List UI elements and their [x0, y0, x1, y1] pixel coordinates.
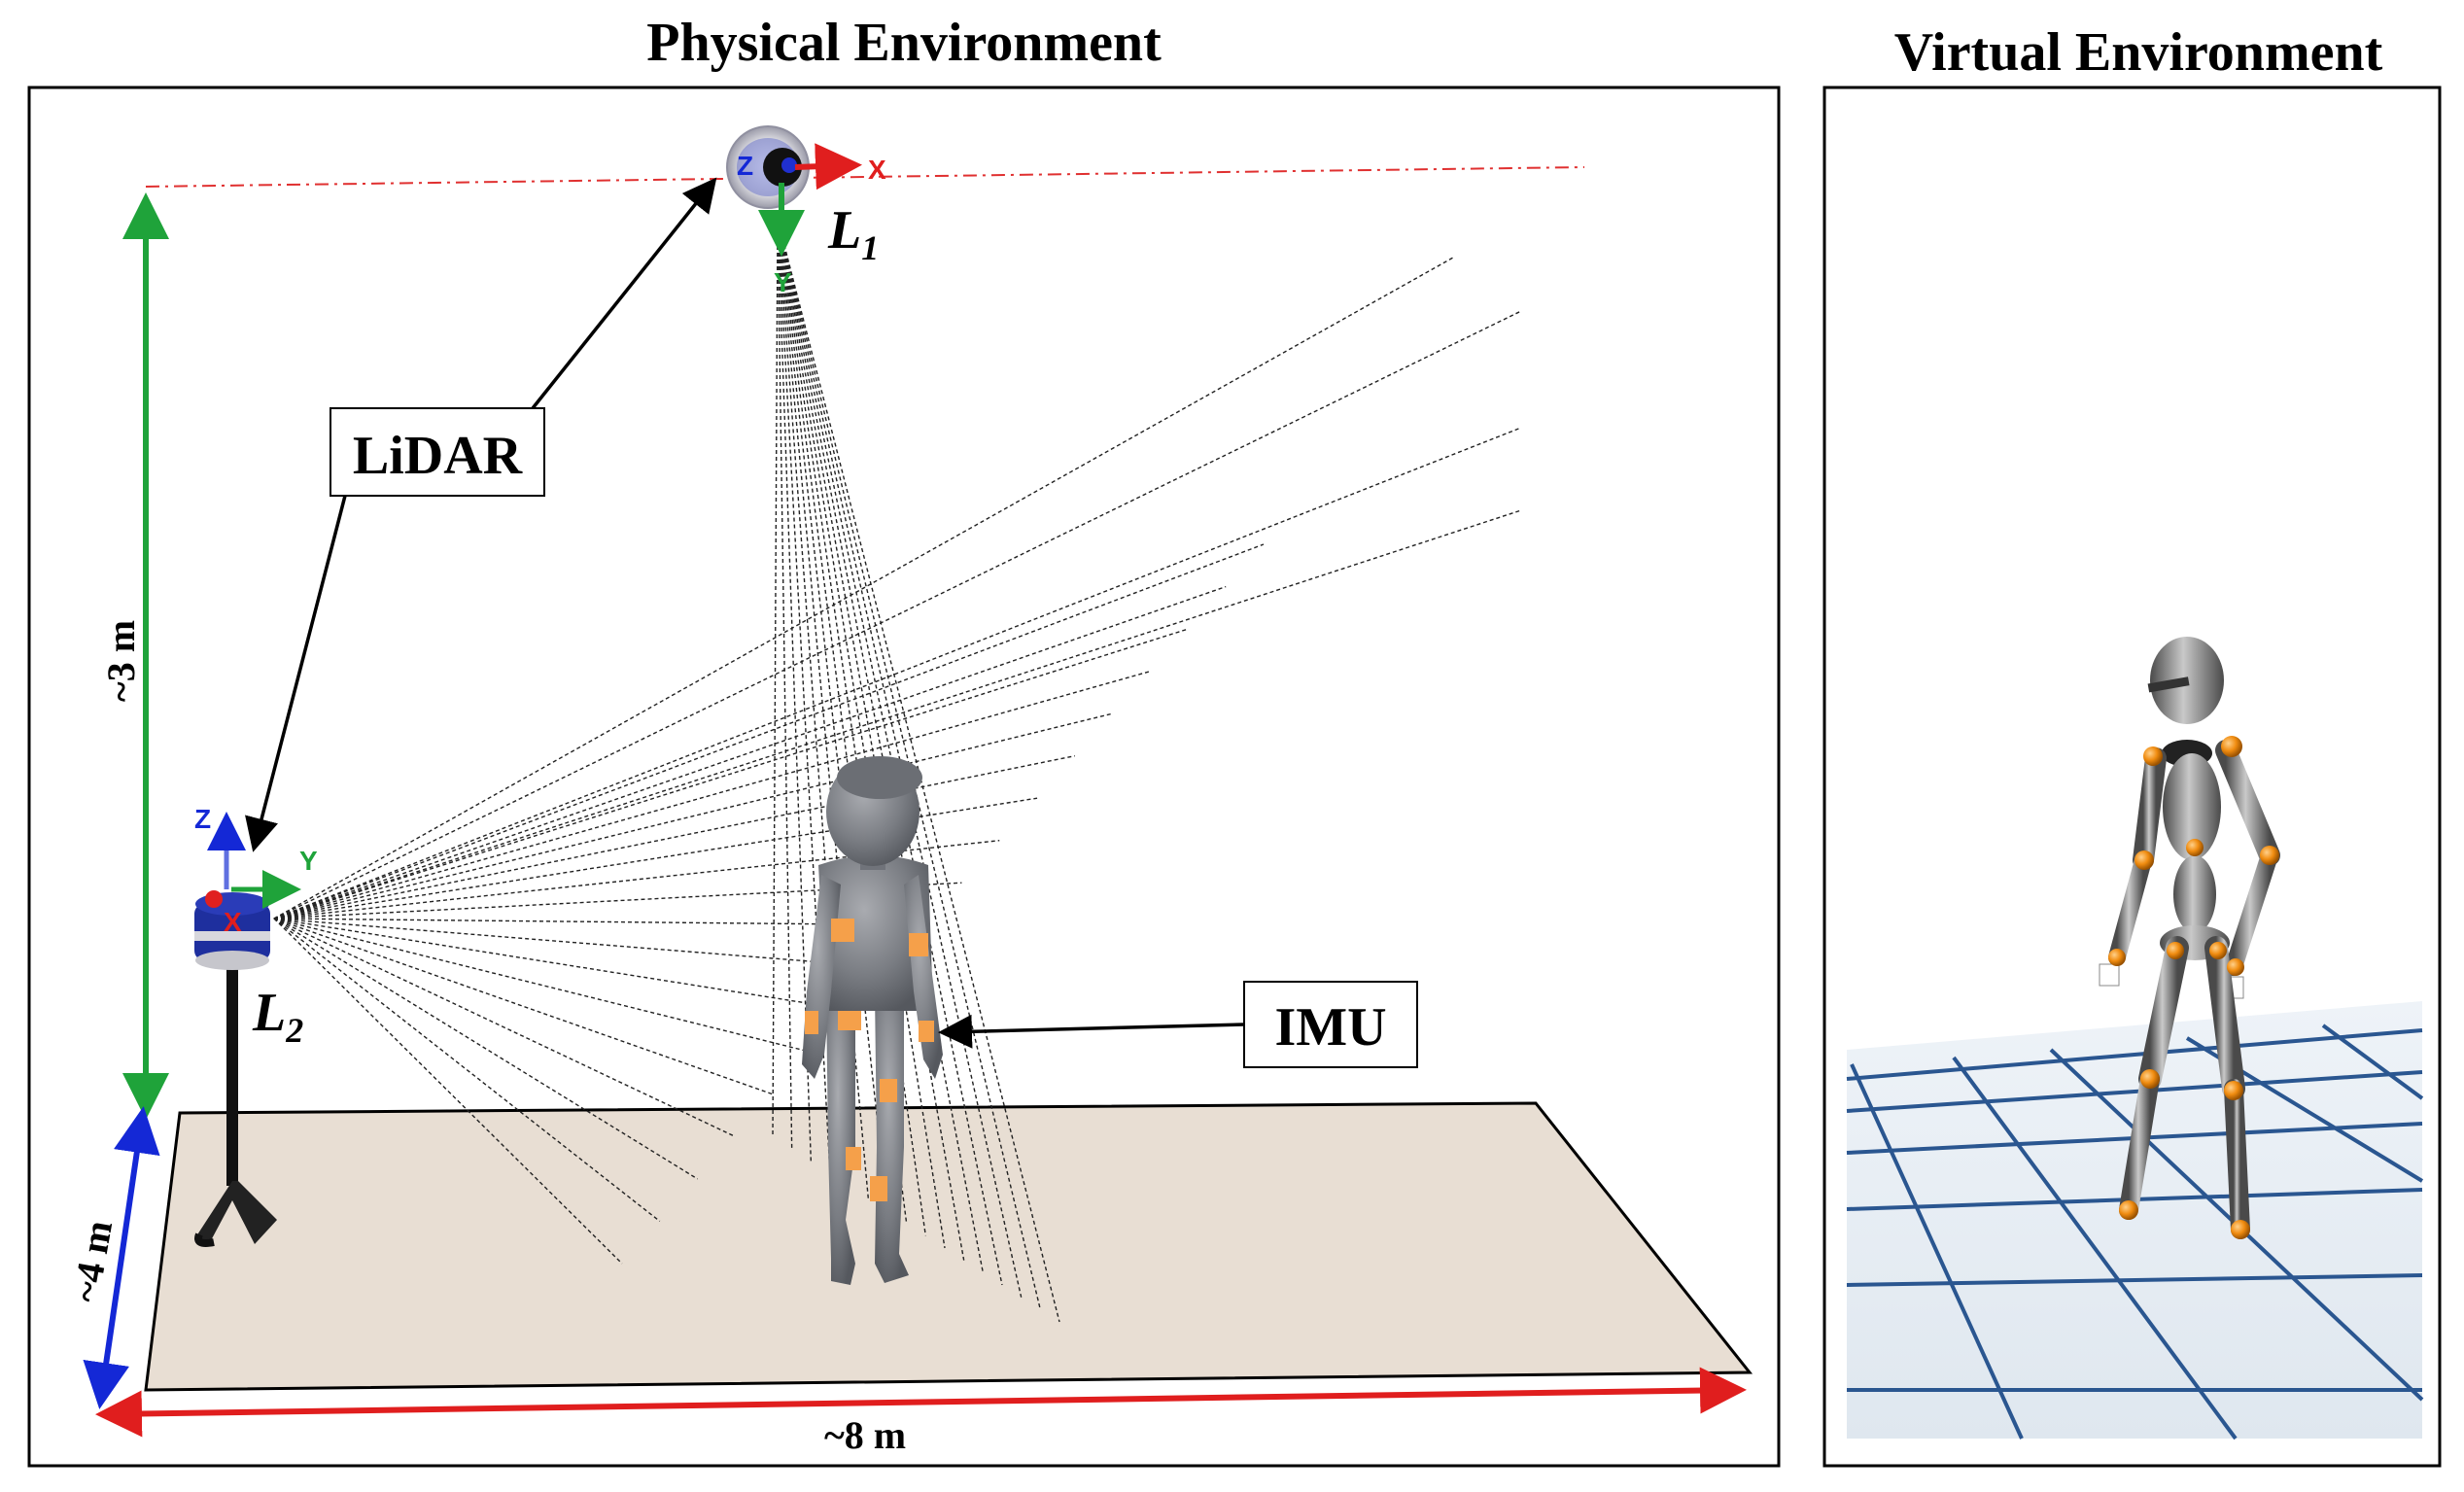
floor-area — [144, 1101, 1753, 1392]
l2-beam — [273, 670, 1151, 919]
l2-beam — [273, 918, 886, 968]
lidar-l2-tripod — [194, 962, 277, 1247]
l2-beam — [273, 543, 1265, 919]
lidar-arrow-to-l1 — [531, 177, 717, 410]
l2-label: L2 — [252, 983, 303, 1050]
l2-subscript: 2 — [285, 1011, 303, 1050]
l2-beam — [273, 585, 1227, 919]
l2-beam — [273, 257, 1454, 919]
l1-beam — [777, 218, 1060, 1323]
avatar-joint — [2143, 746, 2163, 766]
l2-beam — [273, 918, 661, 1223]
ceiling-reference-line — [145, 166, 1585, 188]
height-dimension-label: ~3 m — [99, 620, 143, 702]
width-dimension-label: ~8 m — [824, 1413, 906, 1457]
avatar-joint — [2134, 850, 2154, 870]
l1-label: L1 — [827, 200, 879, 267]
imu-callout-box — [1243, 981, 1418, 1068]
lidar-callout-label: LiDAR — [353, 426, 523, 486]
l2-beam — [273, 918, 623, 1265]
avatar-joint — [2231, 1220, 2250, 1239]
l2-x-axis-label: X — [224, 907, 242, 937]
l1-beam — [777, 218, 813, 1162]
virtual-grid-floor — [1846, 1001, 2424, 1440]
grid-line — [1846, 1273, 2423, 1287]
l2-letter: L — [252, 983, 286, 1043]
virtual-panel-frame — [1822, 86, 2442, 1468]
avatar-joint — [2140, 1069, 2160, 1089]
l2-beam — [273, 754, 1076, 919]
lidar-callout-box — [330, 407, 545, 497]
avatar-joint — [2119, 1200, 2138, 1220]
l2-beam — [273, 712, 1113, 919]
l2-beam — [273, 918, 774, 1095]
l1-y-axis-label: Y — [774, 267, 792, 297]
physical-title: Physical Environment — [646, 13, 1162, 73]
l2-beam — [273, 427, 1522, 919]
avatar-joint — [2209, 942, 2227, 959]
l1-z-axis-label: Z — [737, 151, 753, 181]
lidar-arrow-to-l2 — [245, 495, 347, 852]
grid-line — [2321, 1024, 2424, 1100]
l1-subscript: 1 — [861, 228, 879, 267]
l2-beam — [273, 509, 1522, 919]
l2-beam — [273, 918, 850, 1011]
l2-beam — [273, 918, 699, 1180]
l1-beam — [777, 218, 850, 1187]
avatar-joint — [2186, 839, 2204, 856]
grid-line — [1850, 1063, 2024, 1440]
l1-beam — [772, 218, 779, 1138]
avatar-joint — [2221, 736, 2242, 757]
l2-beam — [273, 918, 812, 1054]
avatar-joint — [2167, 942, 2184, 959]
physical-panel-frame — [27, 86, 1781, 1468]
l1-beam — [777, 218, 985, 1273]
avatar-joint — [2108, 949, 2126, 966]
l1-letter: L — [827, 200, 861, 260]
l1-beam — [777, 218, 1003, 1286]
l1-beam — [777, 218, 1023, 1298]
l1-beam — [777, 218, 888, 1212]
lidar-l1-sensor — [726, 125, 810, 209]
depth-dimension-label: ~4 m — [63, 1217, 121, 1305]
l1-beam — [777, 218, 965, 1261]
imu-patches — [805, 919, 934, 1201]
l1-beam — [777, 218, 927, 1236]
grid-line — [1952, 1056, 2238, 1440]
l2-z-axis-label: Z — [194, 804, 211, 834]
avatar-joint — [2224, 1081, 2243, 1100]
human-subject — [802, 756, 943, 1285]
l2-beam — [273, 918, 736, 1138]
imu-callout-label: IMU — [1274, 997, 1386, 1058]
width-dimension-arrow — [95, 1367, 1747, 1438]
imu-arrow-to-subject — [938, 1014, 1245, 1049]
l2-y-axis-label: Y — [299, 846, 318, 876]
grid-line — [1846, 1070, 2423, 1113]
grid-line — [1846, 1028, 2423, 1081]
depth-dimension-arrow — [83, 1106, 160, 1409]
virtual-avatar — [2099, 637, 2280, 1239]
avatar-joint — [2260, 846, 2279, 865]
l1-beam — [777, 218, 793, 1150]
l2-beam — [273, 628, 1189, 919]
l1-beam — [777, 218, 946, 1249]
l1-x-axis-label: X — [868, 155, 886, 185]
lidar-l2-sensor — [194, 890, 270, 970]
l1-x-axis-arrow — [794, 143, 862, 191]
avatar-joint — [2227, 958, 2244, 976]
virtual-title: Virtual Environment — [1894, 22, 2383, 83]
